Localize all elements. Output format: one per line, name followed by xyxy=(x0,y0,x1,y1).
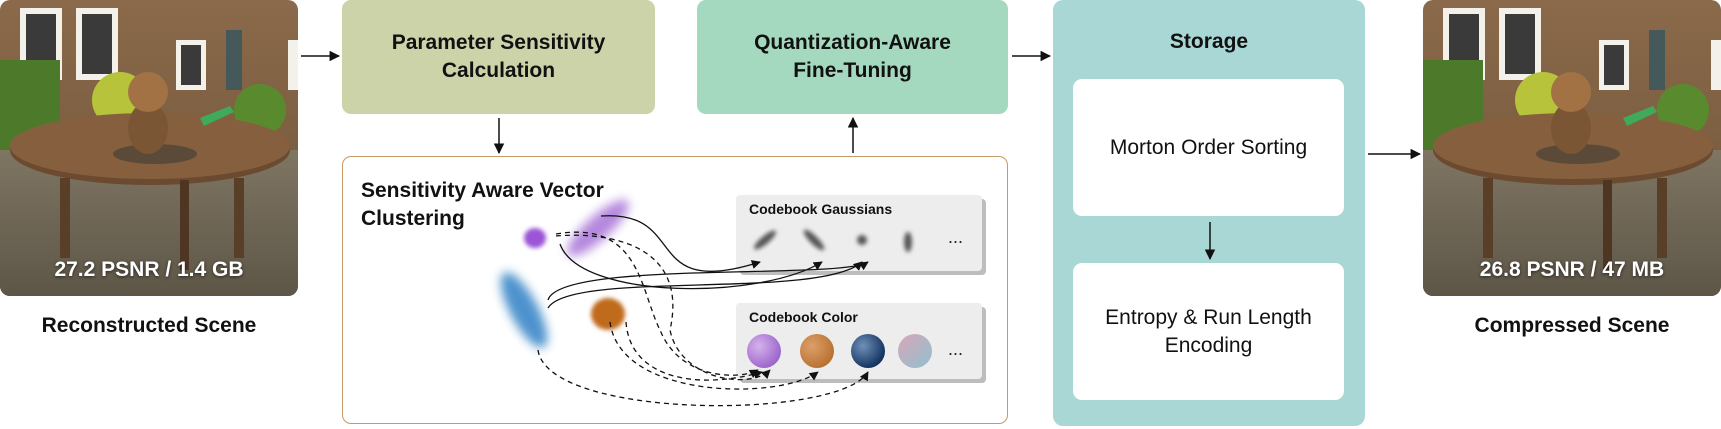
reconstructed-scene-caption: Reconstructed Scene xyxy=(41,314,257,337)
compressed-scene-caption: Compressed Scene xyxy=(1474,314,1670,337)
codebook-color-title: Codebook Color xyxy=(749,309,858,325)
vector-clustering-title: Sensitivity Aware Vector Clustering xyxy=(361,179,604,230)
morton-order-label: Morton Order Sorting xyxy=(1109,135,1308,159)
codebook-gaussians-title: Codebook Gaussians xyxy=(749,201,893,217)
entropy-encoding-label: Entropy & Run Length Encoding xyxy=(1105,305,1312,357)
parameter-sensitivity-box: Parameter Sensitivity Calculation xyxy=(342,0,655,114)
storage-panel: Storage Morton Order Sorting Entropy & R… xyxy=(1053,0,1365,426)
reconstructed-metric: 27.2 PSNR / 1.4 GB xyxy=(54,258,244,281)
compressed-metric: 26.8 PSNR / 47 MB xyxy=(1479,258,1665,281)
garden-scene-illustration xyxy=(0,0,298,296)
quantization-finetuning-label: Quantization-Aware Fine-Tuning xyxy=(754,31,951,82)
parameter-sensitivity-label: Parameter Sensitivity Calculation xyxy=(391,31,606,82)
vector-clustering-panel: Sensitivity Aware Vector Clustering Code… xyxy=(342,156,1008,424)
garden-scene-illustration xyxy=(1423,0,1721,296)
entropy-encoding-box: Entropy & Run Length Encoding xyxy=(1073,263,1344,400)
quantization-finetuning-box: Quantization-Aware Fine-Tuning xyxy=(697,0,1008,114)
codebook-gaussians-ellipsis: ... xyxy=(948,227,964,247)
codebook-gaussians: Codebook Gaussians ... xyxy=(736,195,982,271)
compressed-scene-image: 26.8 PSNR / 47 MB xyxy=(1423,0,1721,296)
codebook-color: Codebook Color ... xyxy=(736,303,982,379)
codebook-color-ellipsis: ... xyxy=(948,339,964,359)
storage-title: Storage xyxy=(1169,30,1249,53)
morton-order-box: Morton Order Sorting xyxy=(1073,79,1344,216)
reconstructed-scene-image: 27.2 PSNR / 1.4 GB xyxy=(0,0,298,296)
